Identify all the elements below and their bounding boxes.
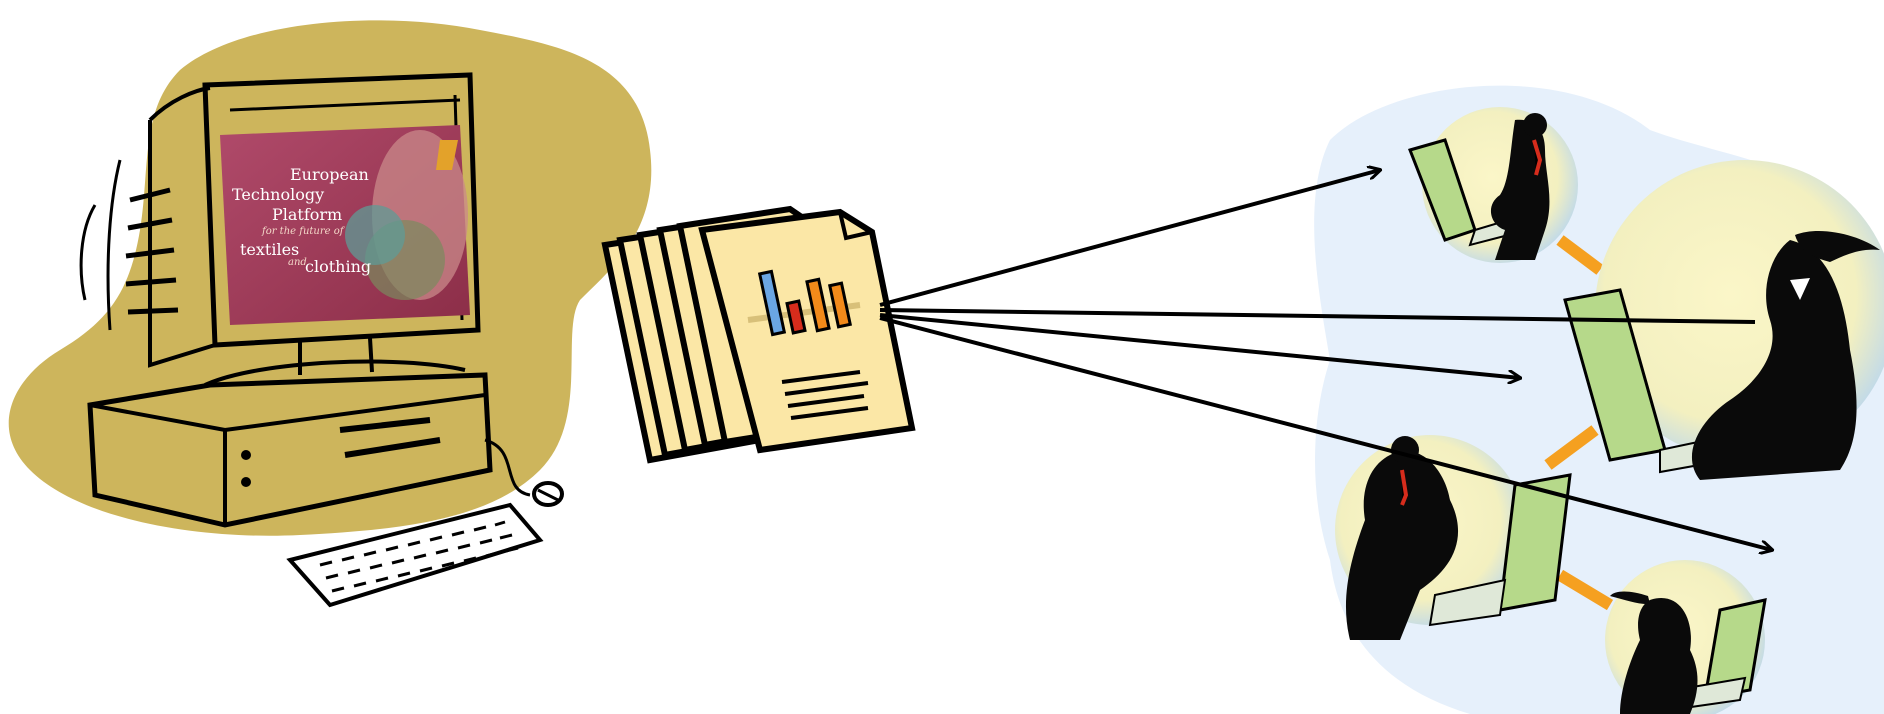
banner-line-6: and (288, 257, 307, 268)
screen-banner: European Technology Platform for the fut… (220, 125, 470, 325)
banner-line-3: Platform (272, 205, 342, 224)
arrow-icon (880, 170, 1380, 305)
banner-line-1: European (290, 165, 369, 184)
report-stack-icon (605, 209, 912, 460)
mouse-icon (534, 483, 562, 505)
banner-line-4: for the future of (261, 226, 346, 237)
banner-line-7: clothing (305, 257, 371, 276)
networked-people-icon (1314, 86, 1884, 714)
banner-line-2: Technology (232, 185, 324, 204)
